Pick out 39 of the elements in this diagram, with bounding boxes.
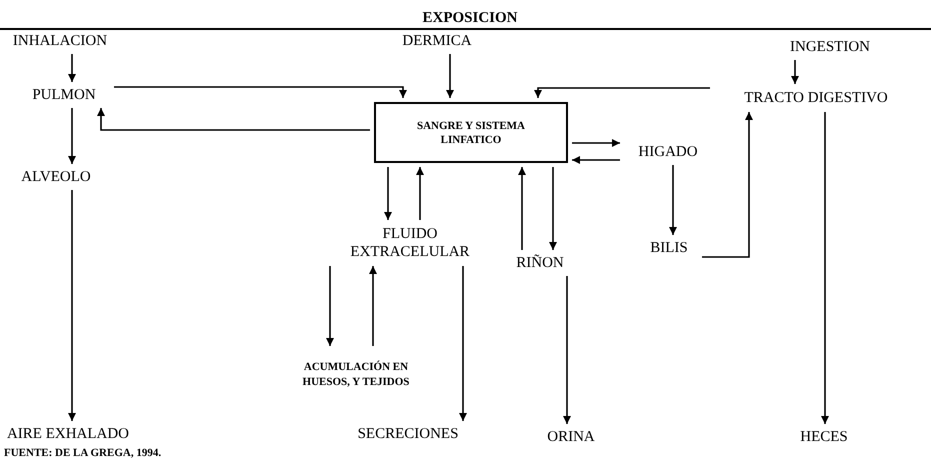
arrow (68, 54, 76, 82)
arrow (534, 87, 710, 98)
arrow (821, 112, 829, 424)
arrow (114, 86, 407, 98)
arrow (326, 266, 334, 346)
arrow (549, 167, 557, 250)
arrow (669, 165, 677, 235)
node-label: INGESTION (774, 38, 886, 56)
arrow (97, 108, 370, 131)
node-label: ALVEOLO (4, 168, 108, 186)
diagram-title: EXPOSICION (421, 9, 519, 27)
node-label: ORINA (534, 428, 608, 446)
arrow (563, 276, 571, 424)
arrow (446, 54, 454, 98)
node-label: DERMICA (398, 32, 476, 50)
node-label: BILIS (640, 239, 698, 257)
node-label: PULMON (18, 86, 110, 104)
arrow (702, 112, 753, 258)
arrow (384, 167, 392, 220)
node-label: HECES (786, 428, 862, 446)
node-label: SECRECIONES (350, 425, 466, 443)
arrow (68, 190, 76, 421)
source-note: FUENTE: DE LA GREGA, 1994. (4, 446, 162, 460)
node-label: ACUMULACIÓN EN HUESOS, Y TEJIDOS (286, 350, 426, 400)
process-box: SANGRE Y SISTEMA LINFATICO (374, 102, 568, 163)
arrow (459, 266, 467, 421)
arrow (572, 139, 620, 147)
node-label: TRACTO DIGESTIVO (714, 88, 918, 108)
node-label: INHALACION (4, 32, 116, 50)
node-label: FLUIDO EXTRACELULAR (342, 224, 478, 262)
arrow (416, 167, 424, 220)
arrow (68, 108, 76, 164)
arrow (791, 60, 799, 84)
node-label: RIÑON (504, 254, 576, 272)
node-label: AIRE EXHALADO (4, 425, 132, 443)
arrow (369, 266, 377, 346)
arrow (572, 156, 620, 164)
arrow (518, 167, 526, 250)
node-label: HIGADO (624, 143, 712, 161)
